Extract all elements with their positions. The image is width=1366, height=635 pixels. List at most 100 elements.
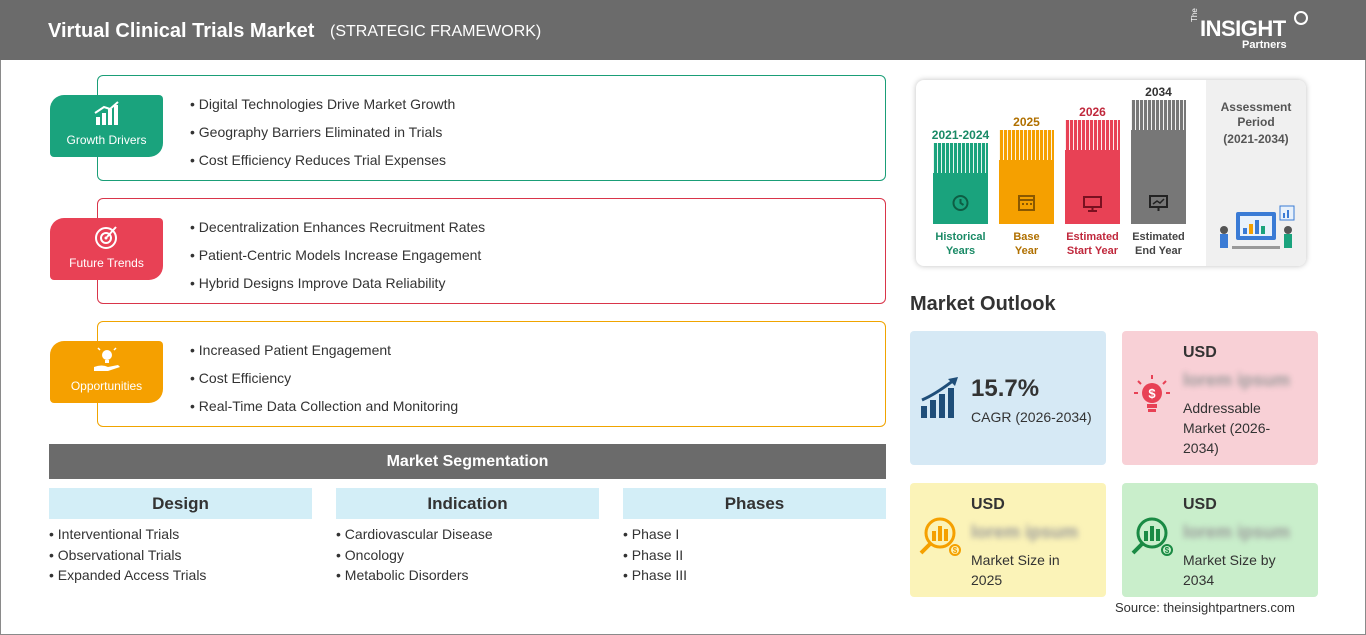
list-item: Digital Technologies Drive Market Growth	[190, 95, 456, 123]
bar-year: 2034	[1145, 85, 1172, 99]
list-item: Cardiovascular Disease	[336, 526, 599, 547]
list-item: Observational Trials	[49, 547, 312, 568]
money-chart-icon: $	[1131, 517, 1173, 556]
market-size-2034-label: Market Size by 2034	[1183, 550, 1276, 590]
opportunities-badge: Opportunities	[50, 341, 163, 403]
list-item: Patient-Centric Models Increase Engageme…	[190, 246, 485, 274]
analytics-people-illustration	[1220, 205, 1295, 249]
growth-drivers-label: Growth Drivers	[66, 133, 147, 147]
bar-label: Base Year	[984, 230, 1069, 258]
market-size-2025-label: Market Size in 2025	[971, 550, 1060, 590]
market-outlook-title: Market Outlook	[910, 293, 1056, 315]
market-size-2025-card: $ USD lorem ipsum Market Size in 2025	[910, 483, 1106, 597]
growth-drivers-list: Digital Technologies Drive Market Growth…	[190, 95, 456, 179]
bar-historical: 2021-2024 Historical Years	[932, 80, 989, 266]
assessment-side-panel: Assessment Period (2021-2034)	[1206, 80, 1306, 266]
segment-header: Indication	[336, 488, 599, 519]
bar-start: 2026 Estimated Start Year	[1065, 80, 1120, 266]
target-icon	[95, 226, 117, 249]
blurred-value: lorem ipsum	[1183, 522, 1291, 542]
bar-year: 2026	[1079, 105, 1106, 119]
label-line2: 2034	[1183, 572, 1215, 588]
bar-label-line2: Years	[945, 245, 976, 257]
list-item: Interventional Trials	[49, 526, 312, 547]
segment-header: Phases	[623, 488, 886, 519]
usd-label: USD	[1183, 344, 1217, 361]
list-item: Decentralization Enhances Recruitment Ra…	[190, 218, 485, 246]
list-item: Cost Efficiency Reduces Trial Expenses	[190, 151, 455, 179]
label-line2: Market (2026-	[1183, 420, 1271, 436]
svg-text:$: $	[953, 546, 958, 555]
market-segmentation-bar: Market Segmentation	[49, 444, 886, 479]
page-subtitle: (STRATEGIC FRAMEWORK)	[330, 23, 542, 40]
list-item: Phase II	[623, 547, 886, 568]
page-title: Virtual Clinical Trials Market	[48, 20, 315, 42]
logo-bulb-icon	[1294, 11, 1308, 25]
list-item: Expanded Access Trials	[49, 567, 312, 588]
list-item: Hybrid Designs Improve Data Reliability	[190, 274, 485, 302]
list-item: Increased Patient Engagement	[190, 341, 458, 369]
bar-end: 2034 Estimated End Year	[1131, 80, 1186, 266]
calendar-icon	[1018, 195, 1035, 211]
list-item: Cost Efficiency	[190, 369, 458, 397]
bar-stripes	[1065, 120, 1120, 150]
bar-stripes	[1131, 100, 1186, 130]
growth-chart-icon	[921, 377, 958, 418]
usd-label: USD	[1183, 496, 1217, 513]
svg-text:$: $	[1148, 386, 1156, 401]
list-item: Geography Barriers Eliminated in Trials	[190, 123, 455, 151]
label-line1: Addressable	[1183, 400, 1261, 416]
opportunities-list: Increased Patient Engagement Cost Effici…	[190, 341, 458, 425]
list-item: Phase III	[623, 567, 886, 588]
logo-insight: INSIGHT	[1200, 16, 1286, 41]
bar-label: Estimated Start Year	[1050, 230, 1135, 258]
bar-label-line2: Year	[1014, 245, 1039, 257]
bar-label: Estimated End Year	[1116, 230, 1201, 258]
blurred-value: lorem ipsum	[1183, 370, 1291, 390]
dollar-bulb-icon: $	[1134, 375, 1170, 412]
blurred-value: lorem ipsum	[971, 522, 1079, 542]
header: Virtual Clinical Trials Market (STRATEGI…	[0, 0, 1366, 60]
bar-chart-up-icon	[94, 101, 119, 125]
label-line3: 2034)	[1183, 440, 1219, 456]
segment-indication: Indication Cardiovascular Disease Oncolo…	[336, 488, 599, 588]
addressable-market-card: $ USD lorem ipsum Addressable Market (20…	[1122, 331, 1318, 465]
bar-label-line1: Base	[1013, 231, 1040, 243]
hand-bulb-icon	[94, 347, 120, 371]
list-item: Real-Time Data Collection and Monitoring	[190, 397, 458, 425]
label-line2: 2025	[971, 572, 1003, 588]
future-trends-badge: Future Trends	[50, 218, 163, 280]
bar-base: 2025 Base Year	[999, 80, 1054, 266]
source-link[interactable]: Source: theinsightpartners.com	[1115, 600, 1295, 615]
bar-label: Historical Years	[918, 230, 1003, 258]
list-item: Phase I	[623, 526, 886, 547]
history-icon	[952, 195, 969, 211]
bar-stripes	[933, 143, 988, 173]
svg-text:$: $	[1165, 546, 1170, 555]
assessment-period: (2021-2034)	[1223, 132, 1289, 146]
assessment-title: Assessment Period	[1220, 100, 1292, 129]
bar-year: 2025	[1013, 115, 1040, 129]
bar-year: 2021-2024	[931, 128, 990, 142]
logo-the: The	[1190, 8, 1199, 22]
future-trends-box: Decentralization Enhances Recruitment Ra…	[97, 198, 886, 304]
money-chart-icon: $	[919, 517, 961, 556]
list-item: Oncology	[336, 547, 599, 568]
label-line1: Market Size in	[971, 552, 1060, 568]
monitor-chart-icon	[1149, 195, 1168, 211]
cagr-card: 15.7% CAGR (2026-2034)	[910, 331, 1106, 465]
label-line1: Market Size by	[1183, 552, 1276, 568]
bar-label-line2: End Year	[1135, 245, 1182, 257]
insight-partners-logo[interactable]: The INSIGHT Partners	[1190, 8, 1310, 54]
growth-drivers-box: Digital Technologies Drive Market Growth…	[97, 75, 886, 181]
future-trends-label: Future Trends	[69, 256, 144, 270]
market-size-2034-card: $ USD lorem ipsum Market Size by 2034	[1122, 483, 1318, 597]
presentation-icon	[1083, 196, 1102, 212]
bar-label-line1: Estimated	[1066, 231, 1119, 243]
addressable-label: Addressable Market (2026- 2034)	[1183, 398, 1270, 458]
future-trends-list: Decentralization Enhances Recruitment Ra…	[190, 218, 485, 302]
bar-stripes	[999, 130, 1054, 160]
segment-design: Design Interventional Trials Observation…	[49, 488, 312, 588]
cagr-value: 15.7%	[971, 375, 1040, 402]
segment-phases: Phases Phase I Phase II Phase III	[623, 488, 886, 588]
